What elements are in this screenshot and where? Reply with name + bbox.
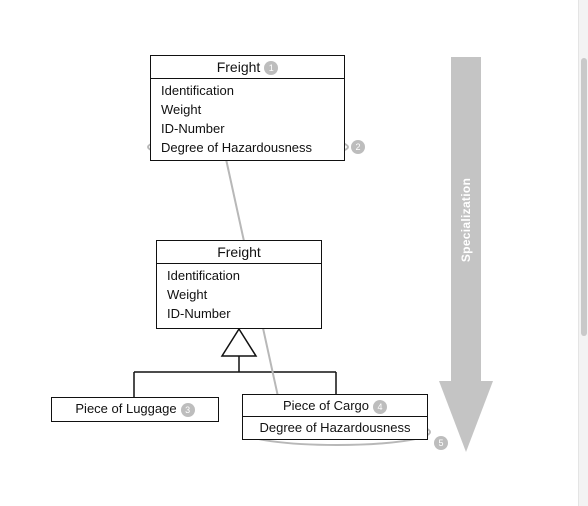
class-name: Piece of Cargo	[283, 398, 369, 413]
marker-badge: 4	[373, 399, 387, 414]
attribute-degree-of-hazardousness: Degree of Hazardousness	[243, 416, 427, 438]
marker-badge: 2	[351, 140, 365, 154]
marker-badge: 5	[434, 436, 448, 450]
specialization-label: Specialization	[459, 177, 473, 263]
attribute-list: Identification Weight ID-Number	[157, 264, 321, 325]
specialization-arrow-head	[439, 381, 493, 452]
class-name: Freight	[216, 59, 261, 75]
marker-badge: 3	[180, 402, 195, 417]
marker-badge: 1	[264, 61, 279, 76]
cargo-class: Piece of Cargo 4 Degree of Hazardousness	[242, 394, 428, 440]
class-name: Freight	[217, 244, 261, 260]
class-name: Piece of Luggage	[75, 401, 177, 416]
inheritance-triangle	[220, 327, 258, 357]
attribute-list: Identification Weight ID-Number Degree o…	[151, 79, 344, 159]
specialization-arrow-shaft	[451, 57, 481, 382]
attribute-identification: Identification	[161, 83, 234, 98]
attribute-weight: Weight	[161, 102, 202, 117]
scrollbar-thumb[interactable]	[581, 58, 587, 336]
attribute-identification: Identification	[167, 268, 240, 283]
attribute-id-number: ID-Number	[161, 121, 225, 136]
freight-class-middle: Freight Identification Weight ID-Number	[156, 240, 322, 329]
attribute-id-number: ID-Number	[167, 306, 231, 321]
attribute-degree-of-hazardousness: Degree of Hazardousness	[161, 140, 313, 155]
scrollbar-track[interactable]	[578, 0, 588, 506]
attribute-weight: Weight	[167, 287, 208, 302]
